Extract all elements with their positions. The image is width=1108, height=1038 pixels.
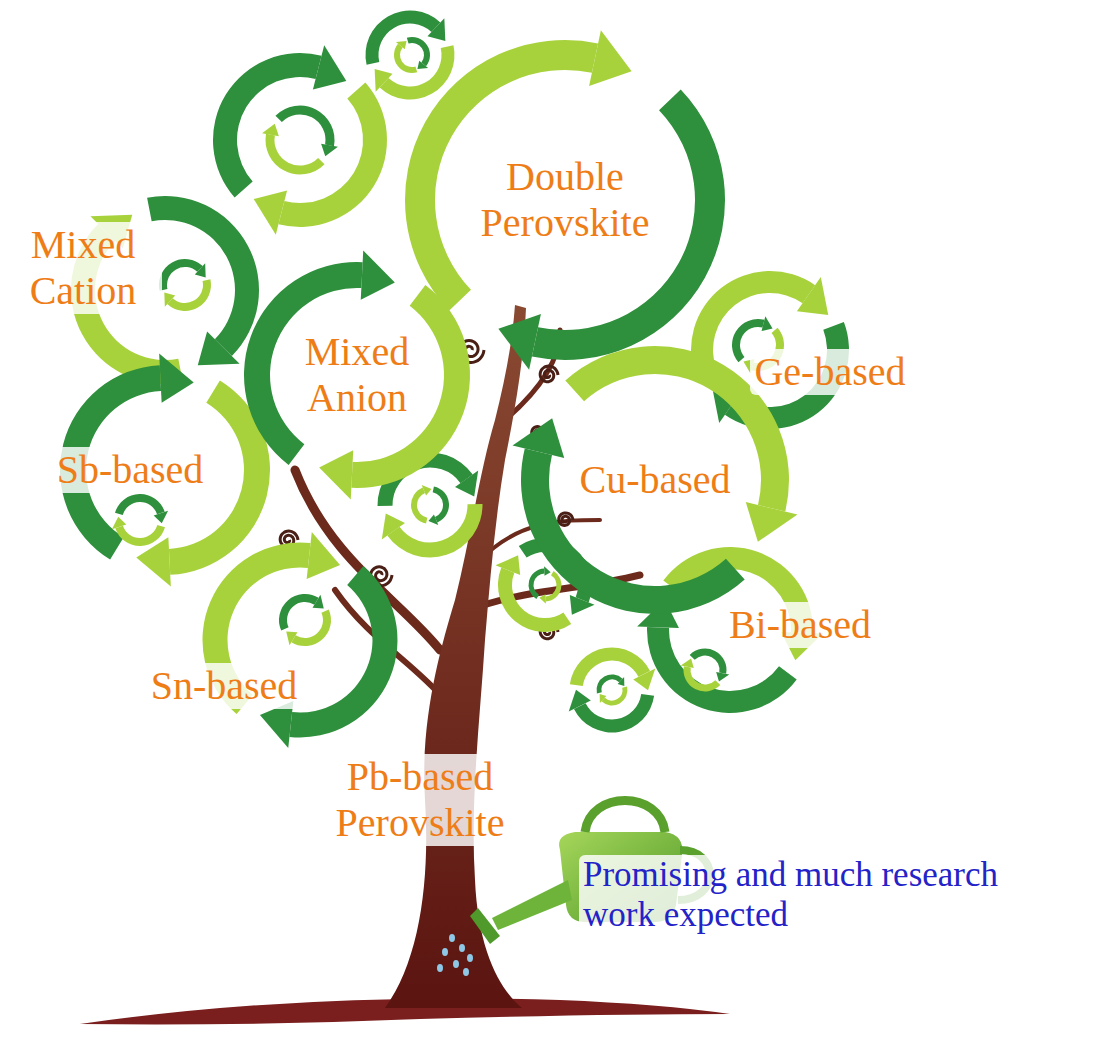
circle-node: Cu-based: [535, 360, 775, 600]
branch-label: Sn-based: [147, 663, 302, 709]
circular-arrow: [365, 10, 454, 99]
branch-label: Promising and much research work expecte…: [579, 855, 1067, 936]
circular-arrow: [203, 532, 398, 748]
branch-label: Ge-based: [750, 349, 909, 395]
node-label: Cu-based: [579, 457, 730, 503]
circular-arrow: [159, 259, 211, 311]
circle-node: Mixed Anion: [257, 275, 457, 475]
circular-arrow: [244, 250, 470, 499]
branch-label: Pb-based Perovskite: [309, 754, 532, 846]
circular-arrow: [411, 485, 449, 525]
circular-arrow: [279, 594, 331, 646]
circle-node: Double Perovskite: [420, 55, 710, 345]
branch-label: Mixed Cation: [4, 222, 162, 314]
circular-arrow: [213, 45, 387, 235]
circular-arrow: [262, 105, 338, 174]
circular-arrow: [529, 566, 562, 603]
node-label: Double Perovskite: [455, 154, 675, 246]
circular-arrow: [681, 648, 730, 691]
water-drops: [437, 934, 473, 976]
node-label: Mixed Anion: [275, 329, 440, 421]
branch-label: Sb-based: [53, 447, 208, 493]
circular-arrow: [394, 37, 430, 73]
branch-label: Bi-based: [725, 602, 875, 648]
circular-arrow: [112, 494, 168, 546]
circular-arrow: [569, 648, 656, 733]
circular-arrow: [596, 675, 627, 706]
